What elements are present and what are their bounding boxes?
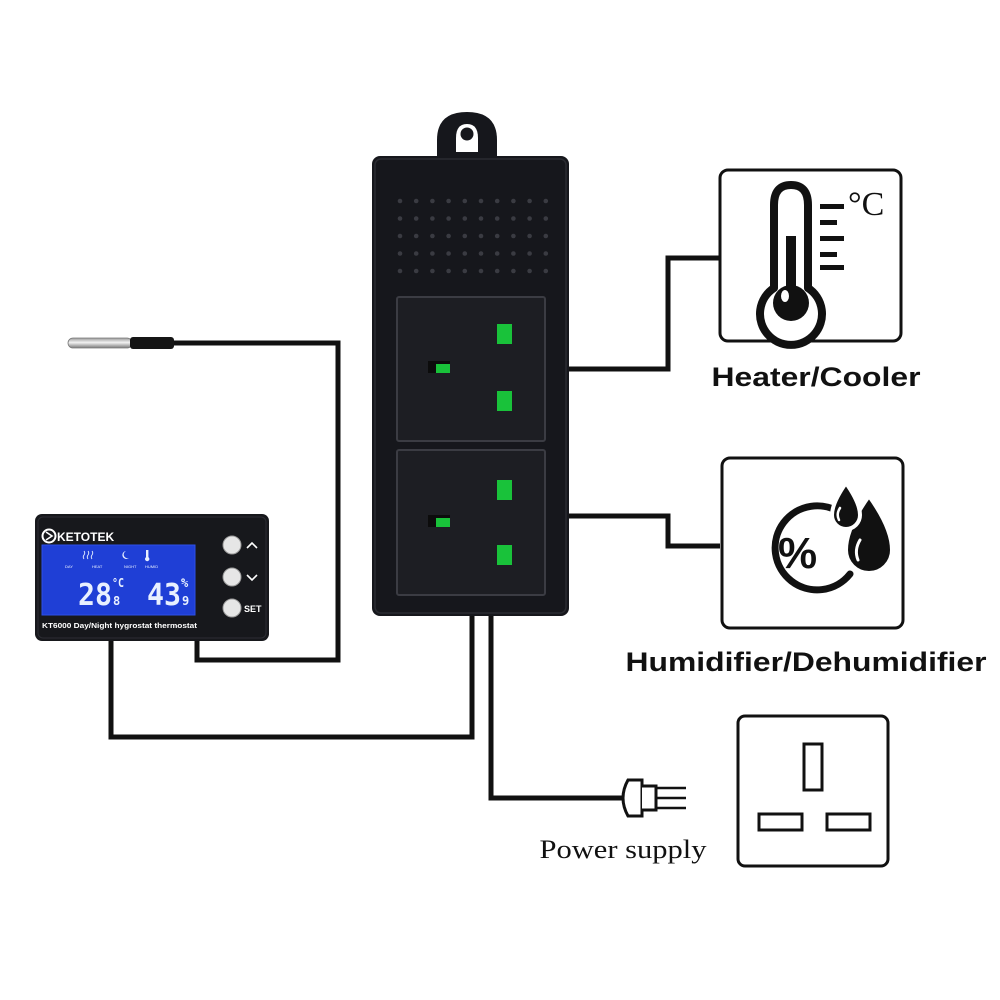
outlet-socket-2 — [396, 449, 546, 596]
vent-hole — [494, 233, 500, 239]
vent-hole — [494, 198, 500, 204]
vent-hole — [462, 198, 468, 204]
humidity-decimal: 9 — [182, 594, 189, 608]
lcd-label-heat: HEAT — [92, 564, 103, 569]
moon-icon — [122, 551, 129, 559]
lcd-label-night: NIGHT — [124, 564, 137, 569]
wires — [108, 255, 720, 801]
vent-hole — [430, 233, 435, 239]
vent-hole — [430, 251, 435, 256]
controller-cable — [108, 615, 475, 740]
vent-hole — [543, 233, 549, 239]
vent-hole — [446, 198, 451, 204]
power-strip — [372, 112, 569, 616]
percent-symbol: % — [778, 529, 817, 578]
vent-hole — [543, 216, 549, 221]
brand-name: KETOTEK — [57, 530, 114, 544]
heat-waves-icon — [82, 550, 94, 560]
vent-hole — [527, 268, 532, 274]
vent-hole — [511, 251, 516, 256]
celsius-symbol: °C — [848, 186, 884, 223]
vent-hole — [413, 268, 419, 274]
scale-ticks — [820, 204, 844, 270]
thermostat-controller: KETOTEK DAY HEAT NIGHT HUMID 28 °C 8 4 — [35, 514, 269, 641]
vent-hole — [462, 251, 468, 256]
probe-cable — [172, 340, 341, 663]
vent-hole — [511, 233, 516, 239]
vent-hole — [511, 198, 516, 204]
vent-hole — [527, 216, 532, 221]
vent-hole — [397, 216, 403, 221]
ketotek-logo-icon — [41, 528, 57, 544]
vent-hole — [511, 216, 516, 221]
temperature-reading: 28 — [78, 578, 112, 613]
heater-cable — [568, 255, 720, 372]
heater-cooler-label: Heater/Cooler — [712, 362, 922, 392]
humidity-reading: 43 — [147, 578, 181, 613]
vent-hole — [543, 198, 549, 204]
vent-hole — [478, 198, 484, 204]
power-cable — [488, 615, 628, 801]
vent-hole — [494, 251, 500, 256]
vent-hole — [527, 233, 532, 239]
vent-hole — [478, 268, 484, 274]
vent-hole — [397, 198, 403, 204]
humidifier-device: % — [720, 456, 905, 630]
vent-hole — [430, 198, 435, 204]
vent-hole — [430, 216, 435, 221]
temperature-probe-icon — [67, 337, 174, 349]
vent-hole — [397, 233, 403, 239]
vent-hole — [413, 198, 419, 204]
up-button[interactable] — [222, 535, 258, 555]
humidity-icon: % — [771, 479, 895, 594]
vent-hole — [494, 268, 500, 274]
vent-hole — [462, 233, 468, 239]
vent-hole — [446, 251, 451, 256]
lcd-label-humid: HUMID — [145, 564, 158, 569]
vent-hole — [413, 251, 419, 256]
vent-hole — [478, 251, 484, 256]
chevron-down-icon — [246, 574, 258, 582]
lcd-label-day: DAY — [65, 564, 73, 569]
vent-hole — [397, 251, 403, 256]
vent-hole — [494, 216, 500, 221]
vent-hole — [397, 268, 403, 274]
temperature-decimal: 8 — [113, 594, 120, 608]
vent-hole — [430, 268, 435, 274]
set-button-label: SET — [244, 604, 262, 614]
vent-hole — [543, 251, 549, 256]
humidifier-label: Humidifier/Dehumidifier — [626, 647, 988, 677]
thermometer-small-icon — [145, 550, 150, 562]
vent-hole — [446, 268, 451, 274]
power-supply-label: Power supply — [540, 835, 707, 864]
vent-hole — [478, 216, 484, 221]
heater-cooler-device: °C — [718, 168, 903, 349]
vent-hole — [478, 233, 484, 239]
vent-hole — [446, 233, 451, 239]
humidity-unit: % — [181, 576, 189, 590]
vent-hole — [446, 216, 451, 221]
humidifier-cable — [568, 513, 720, 549]
set-button[interactable]: SET — [222, 598, 262, 618]
temperature-unit: °C — [112, 576, 124, 590]
vent-hole — [413, 233, 419, 239]
thermometer-icon — [756, 181, 844, 349]
vent-hole — [527, 251, 532, 256]
outlet-socket-1 — [396, 296, 546, 442]
wall-socket-icon — [736, 714, 890, 868]
vent-hole — [511, 268, 516, 274]
down-button[interactable] — [222, 567, 258, 587]
vent-hole — [527, 198, 532, 204]
vent-hole — [462, 216, 468, 221]
chevron-up-icon — [246, 541, 258, 549]
vent-hole — [413, 216, 419, 221]
lcd-display: DAY HEAT NIGHT HUMID 28 °C 8 43 % 9 — [41, 544, 196, 616]
vent-hole — [543, 268, 549, 274]
vent-grille — [397, 198, 549, 274]
power-plug-icon — [621, 778, 686, 818]
model-text: KT6000 Day/Night hygrostat thermostat — [42, 621, 198, 630]
vent-hole — [462, 268, 468, 274]
